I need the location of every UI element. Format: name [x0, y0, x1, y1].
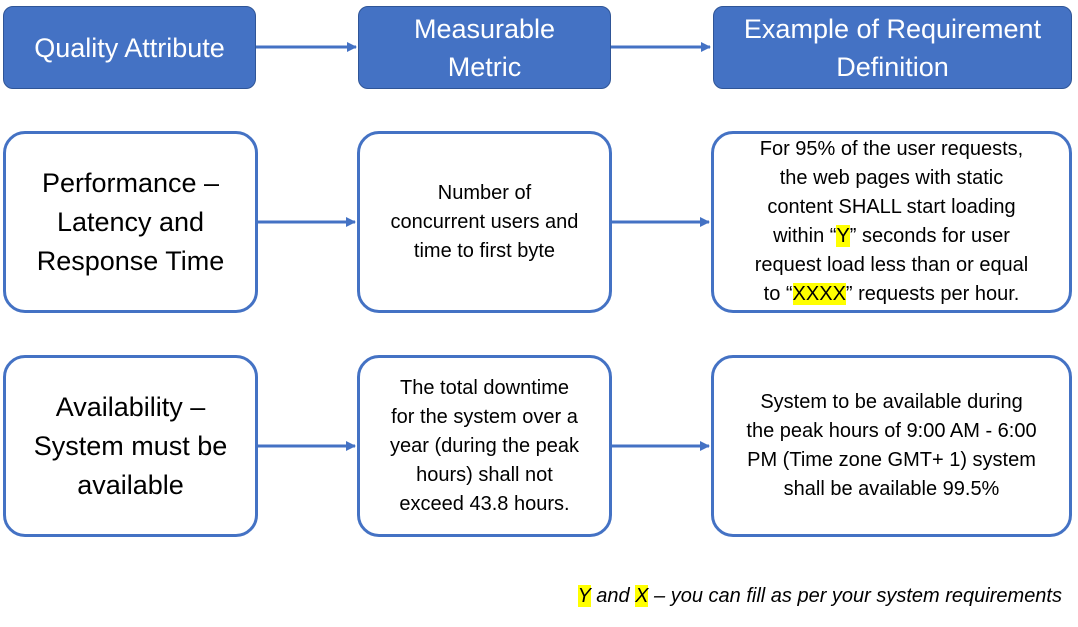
- attribute-line: available: [77, 469, 184, 500]
- footnote-text: – you can fill as per your system requir…: [648, 585, 1062, 607]
- footnote: Y and X – you can fill as per your syste…: [577, 585, 1062, 608]
- definition-text: to “: [763, 283, 793, 305]
- definition-text: ” requests per hour.: [845, 283, 1020, 305]
- definition-line: the peak hours of 9:00 AM - 6:00: [746, 420, 1037, 442]
- attribute-box-performance: Performance – Latency and Response Time: [3, 131, 258, 313]
- metric-box-performance: Number of concurrent users and time to f…: [357, 131, 612, 313]
- header-definition-line2: Definition: [836, 51, 949, 82]
- definition-line: shall be available 99.5%: [783, 478, 1000, 500]
- header-metric-line2: Metric: [447, 51, 522, 82]
- definition-line: For 95% of the user requests,: [759, 138, 1024, 160]
- footnote-and: and: [590, 585, 636, 607]
- placeholder-y-highlight: Y: [836, 225, 850, 247]
- definition-line: request load less than or equal: [754, 254, 1029, 276]
- metric-box-availability: The total downtime for the system over a…: [357, 355, 612, 537]
- metric-line: The total downtime: [400, 376, 569, 399]
- definition-box-performance: For 95% of the user requests, the web pa…: [711, 131, 1072, 313]
- definition-line: System to be available during: [760, 391, 1023, 413]
- definition-box-availability: System to be available during the peak h…: [711, 355, 1072, 537]
- header-definition-line1: Example of Requirement: [743, 13, 1042, 44]
- metric-line: time to first byte: [413, 239, 556, 262]
- header-requirement-definition: Example of Requirement Definition: [713, 6, 1072, 89]
- metric-line: Number of: [437, 181, 532, 204]
- attribute-line: System must be: [33, 430, 228, 461]
- definition-line: the web pages with static: [779, 167, 1004, 189]
- definition-line: to “XXXX” requests per hour.: [755, 280, 1029, 309]
- header-quality-attribute-label: Quality Attribute: [34, 32, 225, 63]
- metric-line: year (during the peak: [389, 434, 579, 457]
- attribute-line: Response Time: [36, 245, 225, 276]
- definition-line: within “Y” seconds for user: [755, 222, 1029, 251]
- footnote-x-highlight: X: [635, 585, 649, 607]
- definition-text: within “: [773, 225, 837, 247]
- header-measurable-metric: Measurable Metric: [358, 6, 611, 89]
- metric-line: concurrent users and: [390, 210, 579, 233]
- definition-line: PM (Time zone GMT+ 1) system: [747, 449, 1036, 471]
- definition-text: ” seconds for user: [849, 225, 1010, 247]
- metric-line: exceed 43.8 hours.: [399, 492, 570, 515]
- metric-line: for the system over a: [391, 405, 578, 428]
- header-metric-line1: Measurable: [413, 13, 556, 44]
- attribute-box-availability: Availability – System must be available: [3, 355, 258, 537]
- placeholder-xxxx-highlight: XXXX: [792, 283, 846, 305]
- definition-line: content SHALL start loading: [767, 196, 1016, 218]
- metric-line: hours) shall not: [416, 463, 553, 486]
- attribute-line: Availability –: [55, 391, 206, 422]
- header-quality-attribute: Quality Attribute: [3, 6, 256, 89]
- footnote-y-highlight: Y: [577, 585, 591, 607]
- attribute-line: Latency and: [56, 206, 205, 237]
- attribute-line: Performance –: [41, 167, 220, 198]
